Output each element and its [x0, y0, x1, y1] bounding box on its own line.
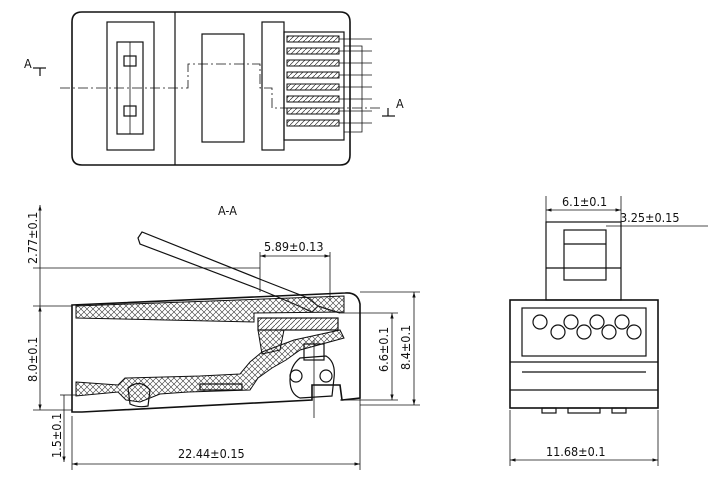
dim-height-top: 2.77±0.1	[25, 212, 40, 264]
cut-marker-right: A	[396, 96, 404, 111]
cut-marker-left: A	[24, 56, 32, 71]
dim-height-body: 8.0±0.1	[25, 337, 40, 382]
clamp-bosses	[289, 340, 335, 418]
dim-front-width: 11.68±0.1	[546, 444, 606, 459]
dim-front-latch: 3.25±0.15	[620, 210, 680, 225]
dim-front-width-top: 6.1±0.1	[562, 194, 607, 209]
contact-blades	[286, 35, 340, 127]
dim-height-inner: 6.6±0.1	[376, 327, 391, 372]
wire-ends	[532, 314, 642, 340]
section-label: A-A	[218, 203, 237, 218]
dim-length: 22.44±0.15	[178, 446, 245, 461]
section-view: A-A 2.77±0.1	[25, 203, 420, 470]
dim-height-base: 1.5±0.1	[49, 413, 64, 458]
top-view: A A	[24, 11, 404, 166]
front-view: 6.1±0.1 3.25±0.15 11.68±0.1	[509, 194, 708, 466]
dim-latch-offset: 5.89±0.13	[264, 239, 324, 254]
dim-height-total: 8.4±0.1	[398, 325, 413, 370]
